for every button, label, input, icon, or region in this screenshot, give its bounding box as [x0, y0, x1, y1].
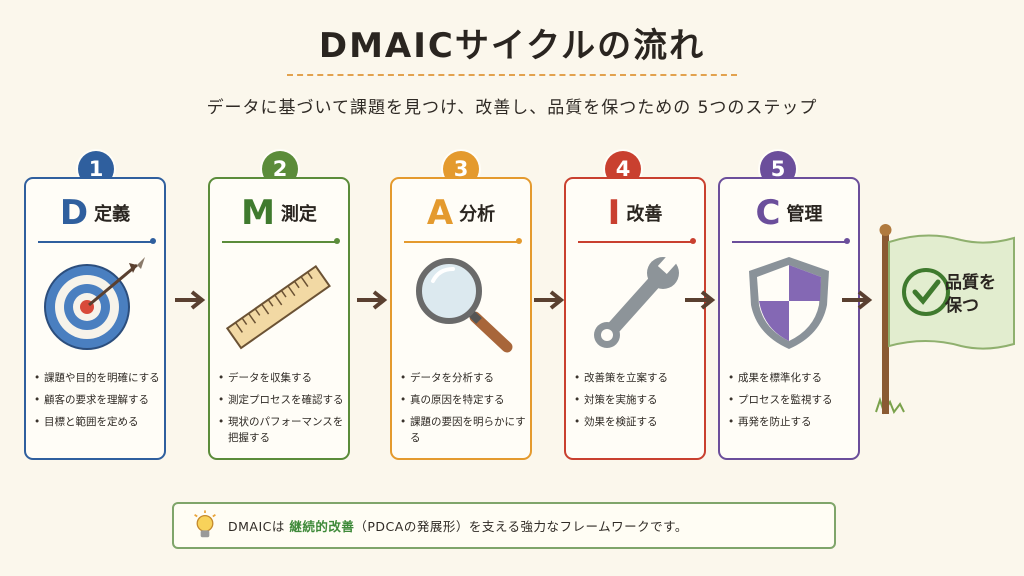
- bullet-item: 改善策を立案する: [574, 371, 700, 386]
- target-icon: [44, 257, 145, 350]
- bullet-item: 課題の要因を明らかにする: [400, 415, 526, 445]
- arrow-icon: [685, 290, 716, 310]
- bullet-item: 目標と範囲を定める: [34, 415, 160, 430]
- goal-flag-icon: [875, 224, 1015, 415]
- step-name: 分析: [459, 204, 496, 225]
- arrow-icon: [175, 290, 206, 310]
- step-letter: A: [426, 193, 454, 233]
- bullet-item: 真の原因を特定する: [400, 393, 526, 408]
- card-divider: [404, 238, 522, 244]
- arrow-icon: [842, 290, 873, 310]
- step-name: 管理: [786, 204, 823, 225]
- note-middle: （PDCAの発展形）: [354, 519, 469, 534]
- bullet-item: 課題や目的を明確にする: [34, 371, 160, 386]
- step-bullets: データを分析する 真の原因を特定する 課題の要因を明らかにする: [400, 371, 526, 453]
- arrow-icon: [534, 290, 565, 310]
- flag-label: 品質を 保つ: [945, 272, 1007, 318]
- step-bullets: データを収集する 測定プロセスを確認する 現状のパフォーマンスを把握する: [218, 371, 344, 453]
- bullet-item: 再発を防止する: [728, 415, 854, 430]
- card-divider: [578, 238, 696, 244]
- lightbulb-icon: [194, 510, 216, 538]
- step-name: 改善: [626, 204, 663, 225]
- step-letter: M: [241, 193, 275, 233]
- step-card-analyze: A 分析 データを分析する 真の原因を特定する 課題の要因を明らかにする: [390, 177, 532, 460]
- bullet-item: 現状のパフォーマンスを把握する: [218, 415, 344, 445]
- note-text: DMAICは 継続的改善（PDCAの発展形）を支える強力なフレームワークです。: [228, 516, 688, 535]
- flag-line-2: 保つ: [945, 295, 979, 316]
- step-card-improve: I 改善 改善策を立案する 対策を実施する 効果を検証する: [564, 177, 706, 460]
- step-name: 定義: [94, 204, 131, 225]
- summary-note: DMAICは 継続的改善（PDCAの発展形）を支える強力なフレームワークです。: [172, 502, 836, 549]
- step-letter: I: [607, 193, 621, 233]
- card-divider: [222, 238, 340, 244]
- page-subtitle: データに基づいて課題を見つけ、改善し、品質を保つための 5つのステップ: [206, 98, 818, 118]
- magnifier-icon: [416, 258, 513, 353]
- step-letter: C: [755, 193, 781, 233]
- bullet-item: プロセスを監視する: [728, 393, 854, 408]
- bullet-item: 成果を標準化する: [728, 371, 854, 386]
- shield-icon: [749, 257, 829, 349]
- title-underline: [287, 74, 737, 76]
- step-card-measure: M 測定 データを収集する 測定プロセスを確認する 現状のパフォーマンスを把握す…: [208, 177, 350, 460]
- step-card-control: C 管理 成果を標準化する プロセスを監視する 再発を防止する: [718, 177, 860, 460]
- note-suffix: を支える強力なフレームワークです。: [468, 519, 688, 534]
- step-bullets: 成果を標準化する プロセスを監視する 再発を防止する: [728, 371, 854, 438]
- step-bullets: 課題や目的を明確にする 顧客の要求を理解する 目標と範囲を定める: [34, 371, 160, 438]
- note-emphasis: 継続的改善: [289, 519, 355, 534]
- arrow-icon: [357, 290, 388, 310]
- card-divider: [732, 238, 850, 244]
- bullet-item: 対策を実施する: [574, 393, 700, 408]
- note-prefix: DMAICは: [228, 519, 290, 534]
- flag-line-1: 品質を: [945, 273, 996, 293]
- bullet-item: データを分析する: [400, 371, 526, 386]
- step-letter: D: [59, 193, 89, 233]
- bullet-item: 顧客の要求を理解する: [34, 393, 160, 408]
- wrench-icon: [594, 253, 681, 348]
- bullet-item: 効果を検証する: [574, 415, 700, 430]
- page-title: DMAICサイクルの流れ: [318, 26, 706, 66]
- bullet-item: データを収集する: [218, 371, 344, 386]
- step-bullets: 改善策を立案する 対策を実施する 効果を検証する: [574, 371, 700, 438]
- check-icon: [902, 268, 950, 316]
- bullet-item: 測定プロセスを確認する: [218, 393, 344, 408]
- ruler-icon: [225, 264, 331, 350]
- card-divider: [38, 238, 156, 244]
- step-name: 測定: [280, 204, 317, 225]
- step-card-define: D 定義 課題や目的を明確にする 顧客の要求を理解する 目標と範囲を定める: [24, 177, 166, 460]
